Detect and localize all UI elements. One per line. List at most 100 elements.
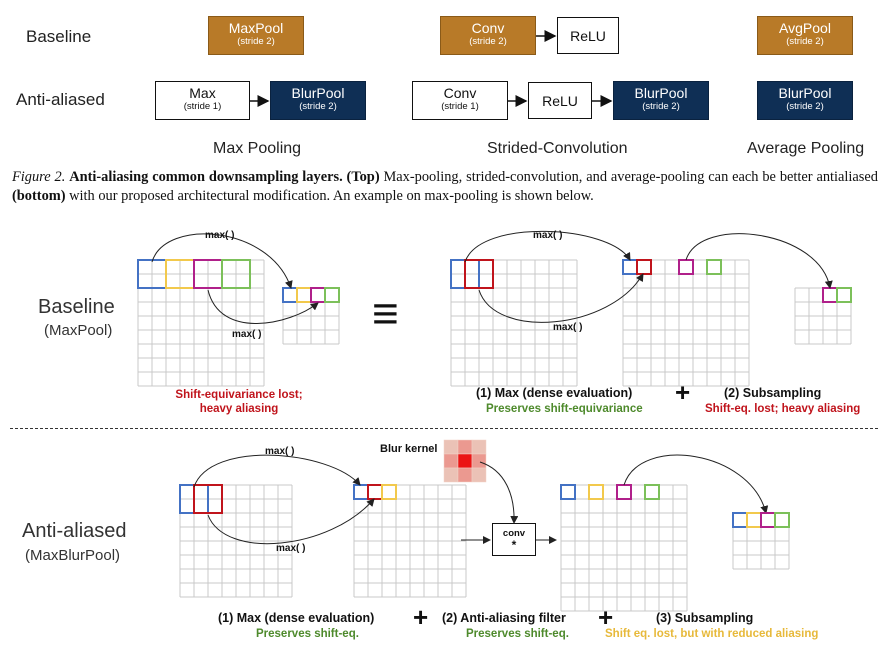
subsample-out-magenta [822,287,838,303]
baseline-arc-top [151,233,293,289]
maxpool-sub: (stride 2) [237,36,275,47]
column-title-max-pooling: Max Pooling [213,140,302,157]
blurpool-box-1: BlurPool (stride 2) [270,81,366,120]
kernel-arc [479,461,519,524]
max-label: Max [189,85,216,101]
blurred-green [644,484,660,500]
subsample-out-green [836,287,852,303]
aa-dense-red [367,484,383,500]
column-title-strided-convolution: Strided-Convolution [487,140,628,157]
aa-step2-note: Preserves shift-eq. [466,628,569,640]
blur-kernel-cell [443,439,459,455]
step-max-label: (1) Max (dense evaluation) [476,386,633,400]
conv-bottom-box: Conv (stride 1) [412,81,508,120]
conv-top-box: Conv (stride 2) [440,16,536,55]
equivalence-sign: ≡ [372,287,399,339]
baseline-out-magenta [310,287,326,303]
dense-out-red [636,259,652,275]
avgpool-sub: (stride 2) [786,36,824,47]
blur-kernel-cell [471,439,487,455]
blur-kernel-cell [471,453,487,469]
aa-max-bottom: max( ) [276,543,305,554]
baseline-note-line1: Shift-equivariance lost; [175,389,303,401]
baseline-window-green [221,259,251,289]
baseline-note-line2: heavy aliasing [199,403,279,415]
step-max-note: Preserves shift-equivariance [486,403,643,415]
caption-top-tag: (Top) [346,169,380,185]
figure-label: Figure 2. [12,169,66,185]
blurred-magenta [616,484,632,500]
aa-final-yellow [746,512,762,528]
blurred-arc [623,454,769,514]
relu-top-box: ReLU [557,17,619,54]
conv-top-sub: (stride 2) [469,36,507,47]
blur-kernel-cell [471,467,487,483]
dense-max-top: max( ) [533,230,562,241]
conv-operator-symbol: * [511,538,517,552]
caption-text-2: with our proposed architectural modifica… [65,188,594,204]
row-label-anti-aliased: Anti-aliased [16,90,105,109]
conv-bottom-label: Conv [443,85,477,101]
conv-bottom-sub: (stride 1) [441,101,479,112]
blurpool-1-label: BlurPool [291,85,345,101]
subsample-arc [685,233,833,289]
avgpool-box: AvgPool (stride 2) [757,16,853,55]
caption-bottom-tag: (bottom) [12,188,66,204]
blur-kernel-cell [457,439,473,455]
maxpool-label: MaxPool [228,20,284,36]
conv-operator-label: conv [502,528,526,539]
aa-arc-top [193,454,361,488]
blurpool-2-label: BlurPool [634,85,688,101]
aa-window-red [193,484,223,514]
aa-step3-label: (3) Subsampling [656,611,754,625]
row-label-baseline: Baseline [26,27,92,46]
blurpool-1-sub: (stride 2) [299,101,337,112]
relu-bottom-label: ReLU [542,93,578,109]
avgpool-label: AvgPool [779,20,831,36]
section-divider [10,428,878,429]
blurpool-box-3: BlurPool (stride 2) [757,81,853,120]
dense-out-blue [622,259,638,275]
conv-top-label: Conv [471,20,505,36]
baseline-arc-bottom [207,289,319,324]
aa-step3-note: Shift eq. lost, but with reduced aliasin… [605,628,819,640]
aa-dense-yellow [381,484,397,500]
aa-arc-bottom [207,498,375,544]
blurred-yellow [588,484,604,500]
dense-out-green [706,259,722,275]
relu-top-label: ReLU [570,28,606,44]
aa-final-blue [732,512,748,528]
caption-text-1: Max-pooling, strided-convolution, and av… [379,169,878,185]
baseline-max-bottom: max( ) [232,329,261,340]
aa-dense-blue [353,484,369,500]
caption-title: Anti-aliasing common downsampling layers… [69,169,343,185]
baseline-label: Baseline [38,296,115,318]
baseline-out-yellow [296,287,312,303]
blur-kernel-cell [457,453,473,469]
blur-kernel-label: Blur kernel [380,443,438,455]
blurpool-box-2: BlurPool (stride 2) [613,81,709,120]
blur-kernel-cell [443,453,459,469]
max-sub: (stride 1) [183,101,222,112]
max-box: Max (stride 1) [155,81,250,120]
aa-step1-label: (1) Max (dense evaluation) [218,611,375,625]
dense-out-magenta [678,259,694,275]
conv-operator-box: conv * [492,523,536,556]
blur-kernel-cell [457,467,473,483]
baseline-sublabel: (MaxPool) [44,322,113,339]
baseline-out-blue [282,287,298,303]
figure-caption: Figure 2. Anti-aliasing common downsampl… [12,168,878,206]
blurpool-2-sub: (stride 2) [642,101,680,112]
anti-aliased-sublabel: (MaxBlurPool) [25,547,121,564]
anti-aliased-label: Anti-aliased [22,520,127,542]
aa-step2-label: (2) Anti-aliasing filter [442,611,566,625]
column-title-average-pooling: Average Pooling [747,140,865,157]
plus-sign-2: + [413,602,429,632]
plus-sign-3: + [598,602,614,632]
dense-window-red [464,259,494,289]
aa-final-magenta [760,512,776,528]
step-subsampling-label: (2) Subsampling [724,386,822,400]
step-subsampling-note: Shift-eq. lost; heavy aliasing [705,403,861,415]
blurpool-3-sub: (stride 2) [786,101,824,112]
